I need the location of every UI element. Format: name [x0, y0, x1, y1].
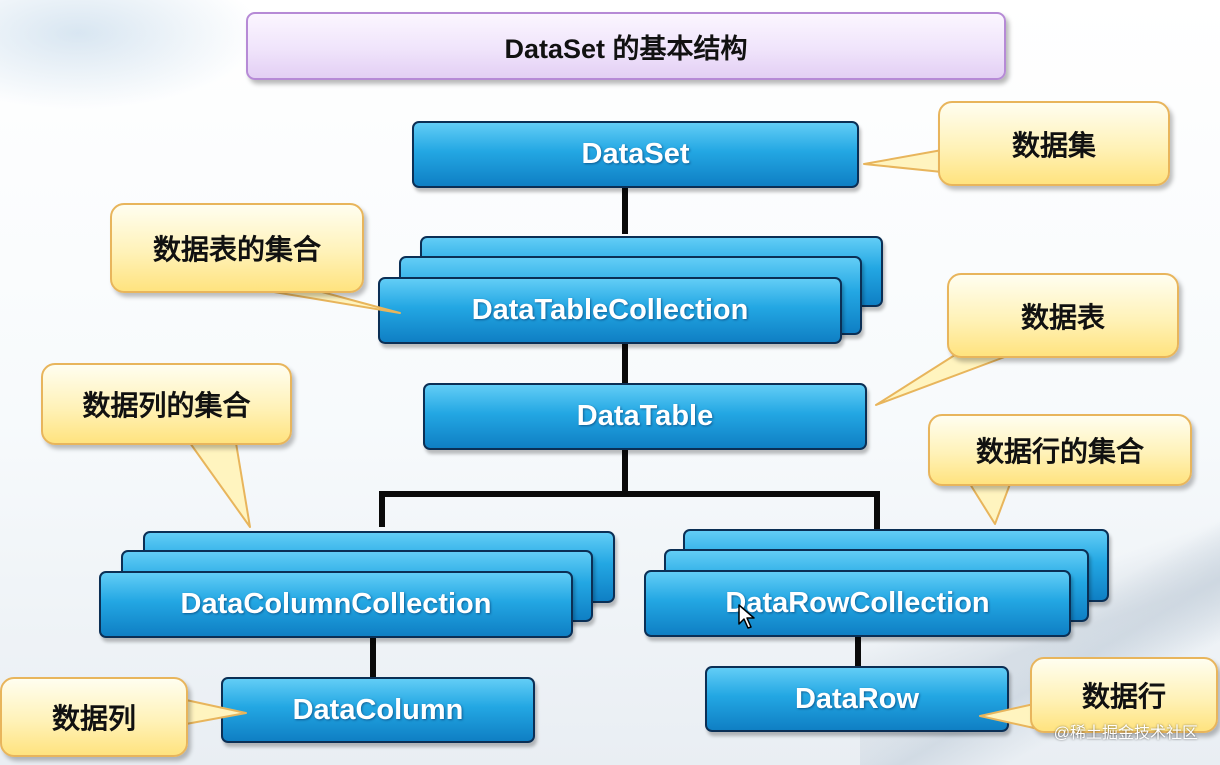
node-datacolumn: DataColumn — [221, 677, 535, 743]
connector-left-branch — [379, 491, 385, 527]
connector-right-branch — [874, 491, 880, 529]
tail-datacolumn-collection — [189, 442, 251, 528]
node-datacolumn-collection: DataColumnCollection — [99, 571, 573, 638]
node-datatable-collection: DataTableCollection — [378, 277, 842, 344]
connector-dataset-tables — [622, 188, 628, 234]
callout-datatable-collection: 数据表的集合 — [110, 203, 364, 293]
tail-datarow-collection — [969, 483, 1011, 525]
node-dataset: DataSet — [412, 121, 859, 188]
connector-tables-datatable — [622, 343, 628, 385]
tail-datarow — [979, 703, 1035, 729]
callout-datacolumn: 数据列 — [0, 677, 188, 757]
tail-datatable-collection — [261, 289, 401, 314]
connector-horizontal-bar — [379, 491, 880, 497]
diagram-title: DataSet 的基本结构 — [246, 12, 1006, 80]
callout-datatable: 数据表 — [947, 273, 1179, 358]
tail-datacolumn — [185, 699, 247, 725]
callout-datarow: 数据行 — [1030, 657, 1218, 733]
connector-rows-datarow — [855, 636, 861, 667]
callout-dataset: 数据集 — [938, 101, 1170, 186]
callout-datacolumn-collection: 数据列的集合 — [41, 363, 292, 445]
connector-datatable-trunk — [622, 450, 628, 494]
background-map-decoration — [0, 0, 260, 110]
callout-datarow-collection: 数据行的集合 — [928, 414, 1192, 486]
node-datarow: DataRow — [705, 666, 1009, 732]
arrow-cursor-icon — [738, 604, 755, 629]
connector-columns-datacolumn — [370, 637, 376, 678]
node-datatable: DataTable — [423, 383, 867, 450]
watermark: @稀土掘金技术社区 — [1053, 725, 1198, 742]
node-datarow-collection: DataRowCollection — [644, 570, 1071, 637]
tail-datatable — [875, 352, 1011, 406]
tail-dataset — [863, 149, 943, 173]
